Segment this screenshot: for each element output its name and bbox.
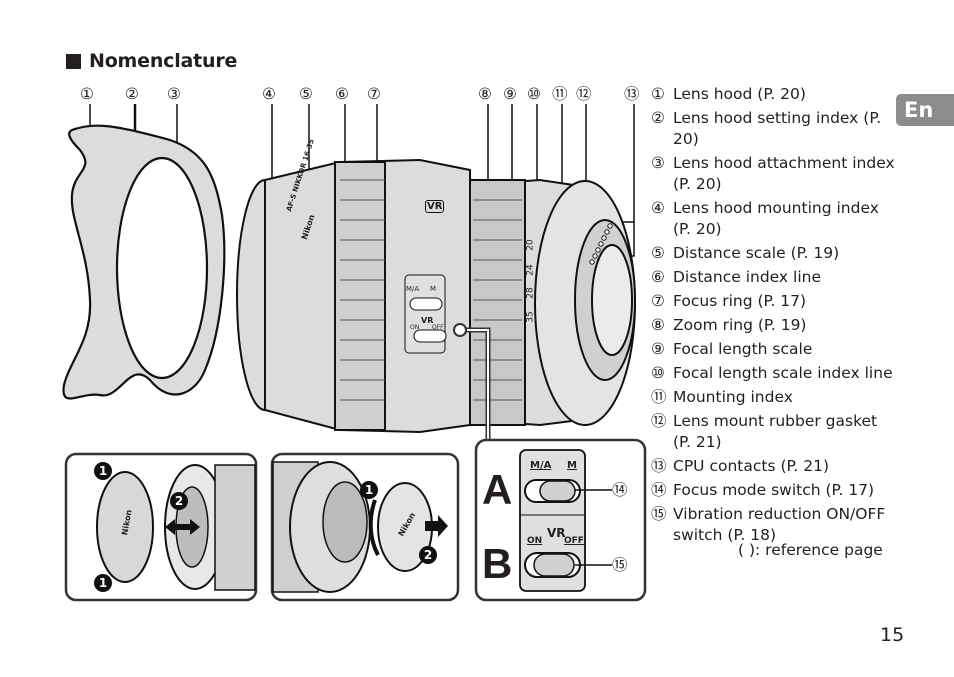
part-label: Focal length scale <box>673 340 813 358</box>
lens-switch-off: OFF <box>432 324 444 331</box>
callout-13: ⑬ <box>624 85 640 103</box>
part-number: ⑤ <box>651 244 665 262</box>
switch-label-vr: VR <box>547 526 566 540</box>
part-label: Lens hood setting index (P. 20) <box>673 109 882 148</box>
parts-list-item: ④ Lens hood mounting index (P. 20) <box>651 197 896 242</box>
parts-list-item: ⑮ Vibration reduction ON/OFF switch (P. 1… <box>651 503 896 548</box>
front-step-2: 2 <box>170 492 188 510</box>
rear-step-2: 2 <box>419 546 437 564</box>
part-number: ⑥ <box>651 268 665 286</box>
callout-5: ⑤ <box>299 85 313 103</box>
part-label: Focus ring (P. 17) <box>673 292 807 310</box>
section-heading: Nomenclature <box>66 50 237 72</box>
part-label: Lens hood (P. 20) <box>673 85 806 103</box>
part-number: ⑪ <box>651 388 667 406</box>
lens-switch-on: ON <box>410 324 420 331</box>
part-number: ⑩ <box>651 364 665 382</box>
part-label: Zoom ring (P. 19) <box>673 316 807 334</box>
part-label: Focal length scale index line <box>673 364 893 382</box>
part-label: CPU contacts (P. 21) <box>673 457 830 475</box>
callout-4: ④ <box>262 85 276 103</box>
callout-12: ⑫ <box>576 85 592 103</box>
part-label: Lens hood mounting index (P. 20) <box>673 199 879 238</box>
parts-list-item: ⑭ Focus mode switch (P. 17) <box>651 479 896 503</box>
callout-3: ③ <box>167 85 181 103</box>
parts-list-item: ⑫ Lens mount rubber gasket (P. 21) <box>651 410 896 455</box>
focal-scale-35: 35 <box>525 311 536 323</box>
callout-10: ⑩ <box>527 85 541 103</box>
panel-letter-a: A <box>482 466 513 513</box>
part-label: Vibration reduction ON/OFF switch (P. 18… <box>673 505 886 544</box>
part-label: Distance scale (P. 19) <box>673 244 840 262</box>
lens-body <box>236 158 636 434</box>
callout-15: ⑮ <box>612 556 628 574</box>
heading-square-icon <box>66 53 81 69</box>
callout-7: ⑦ <box>367 85 381 103</box>
part-label: Distance index line <box>673 268 822 286</box>
parts-list-item: ⑨ Focal length scale <box>651 338 896 362</box>
lens-switch-vr: VR <box>421 316 434 325</box>
part-number: ⑬ <box>651 457 667 475</box>
part-number: ② <box>651 109 665 127</box>
switch-label-m: M <box>567 460 577 471</box>
part-number: ④ <box>651 199 665 217</box>
callout-11: ⑪ <box>552 85 568 103</box>
part-number: ① <box>651 85 665 103</box>
parts-list-item: ⑥ Distance index line <box>651 266 896 290</box>
rear-step-1: 1 <box>360 481 378 499</box>
callout-14: ⑭ <box>612 481 628 499</box>
parts-list-item: ① Lens hood (P. 20) <box>651 83 896 107</box>
part-number: ③ <box>651 154 665 172</box>
panel-letter-b: B <box>482 540 513 587</box>
part-number: ⑨ <box>651 340 665 358</box>
part-label: Lens hood attachment index (P. 20) <box>673 154 895 193</box>
lens-switch-ma: M/A <box>406 285 420 293</box>
focal-scale-24: 24 <box>525 264 536 276</box>
focal-scale-20: 20 <box>525 239 536 251</box>
part-label: Lens mount rubber gasket (P. 21) <box>673 412 878 451</box>
part-number: ⑫ <box>651 412 667 430</box>
part-label: Mounting index <box>673 388 793 406</box>
parts-list-item: ⑤ Distance scale (P. 19) <box>651 242 896 266</box>
part-number: ⑧ <box>651 316 665 334</box>
callout-2: ② <box>125 85 139 103</box>
heading-text: Nomenclature <box>89 50 238 72</box>
front-step-1-top: 1 <box>94 462 112 480</box>
switch-label-ma: M/A <box>530 460 552 471</box>
callout-6: ⑥ <box>335 85 349 103</box>
language-tab: En <box>896 94 954 126</box>
parts-list-item: ⑬ CPU contacts (P. 21) <box>651 455 896 479</box>
switch-label-off: OFF <box>564 536 584 546</box>
parts-list-item: ③ Lens hood attachment index (P. 20) <box>651 152 896 197</box>
parts-list-item: ⑦ Focus ring (P. 17) <box>651 290 896 314</box>
page-number: 15 <box>880 624 905 646</box>
parts-list: ① Lens hood (P. 20) ② Lens hood setting in… <box>651 83 896 548</box>
callout-1: ① <box>80 85 94 103</box>
lens-hood <box>62 124 226 400</box>
front-step-1-bottom: 1 <box>94 574 112 592</box>
callout-8: ⑧ <box>478 85 492 103</box>
reference-note: ( ): reference page <box>738 541 883 559</box>
parts-list-item: ⑩ Focal length scale index line <box>651 362 896 386</box>
parts-list-item: ⑧ Zoom ring (P. 19) <box>651 314 896 338</box>
lens-switch-m: M <box>430 285 437 293</box>
part-label: Focus mode switch (P. 17) <box>673 481 875 499</box>
focal-scale-28: 28 <box>525 287 536 299</box>
parts-list-item: ⑪ Mounting index <box>651 386 896 410</box>
part-number: ⑭ <box>651 481 667 499</box>
part-number: ⑮ <box>651 505 667 523</box>
vr-badge: VR <box>425 200 445 213</box>
part-number: ⑦ <box>651 292 665 310</box>
callout-9: ⑨ <box>503 85 517 103</box>
switch-label-on: ON <box>527 536 543 546</box>
parts-list-item: ② Lens hood setting index (P. 20) <box>651 107 896 152</box>
